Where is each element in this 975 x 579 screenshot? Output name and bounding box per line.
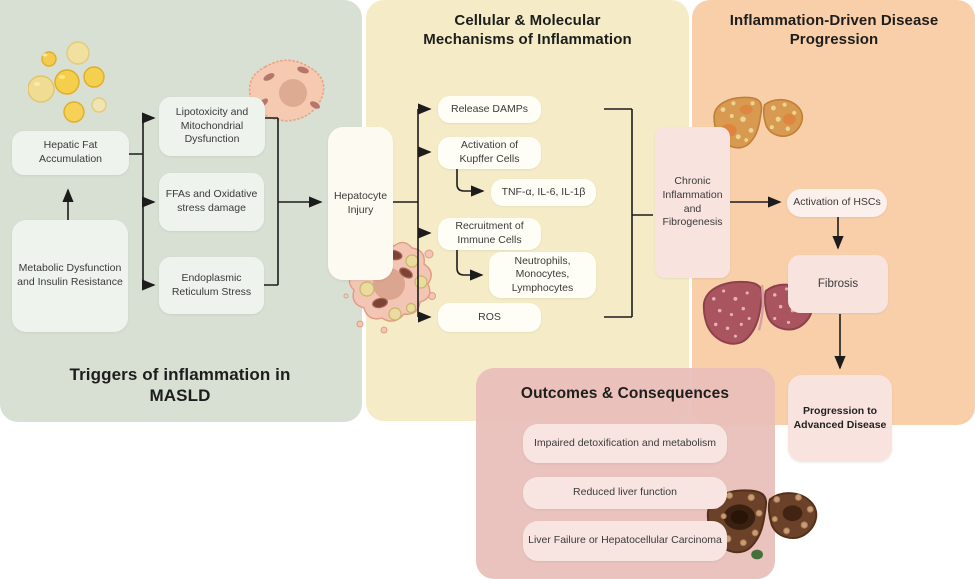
node-metabolic-dysfunction: Metabolic Dysfunction and Insulin Resist… [12,220,128,332]
title-outcomes: Outcomes & Consequences [520,385,730,402]
title-mechanisms: Cellular & Molecular Mechanisms of Infla… [380,12,675,50]
title-progression: Inflammation-Driven Disease Progression [702,12,966,50]
node-ros: ROS [438,303,541,332]
title-progression-line2: Progression [789,30,879,48]
node-er-stress: Endoplasmic Reticulum Stress [159,257,264,314]
node-immune-cells: Neutrophils, Monocytes, Lymphocytes [489,252,596,298]
node-cytokines: TNF-α, IL-6, IL-1β [491,179,596,206]
node-hepatic-fat: Hepatic Fat Accumulation [12,131,129,175]
node-hepatocyte-injury: Hepatocyte Injury [328,127,393,280]
node-liver-failure: Liver Failure or Hepatocellular Carcinom… [523,521,727,561]
panel-mechanisms [366,0,689,421]
title-progression-line1: Inflammation-Driven Disease [729,12,939,29]
node-advanced-disease: Progression to Advanced Disease [788,375,892,462]
node-lipotoxicity: Lipotoxicity and Mitochondrial Dysfuncti… [159,97,265,156]
node-kupffer: Activation of Kupffer Cells [438,137,541,169]
title-triggers: Triggers of inflammation in MASLD [30,364,330,407]
hepatocyte-cell-icon [248,59,325,122]
node-ffas: FFAs and Oxidative stress damage [159,173,264,231]
node-impaired-detox: Impaired detoxification and metabolism [523,424,727,463]
title-mechanisms-line1: Cellular & Molecular [454,12,601,29]
node-fibrosis: Fibrosis [788,255,888,313]
title-triggers-line2: MASLD [149,386,211,406]
lipid-droplets-icon [28,41,107,123]
node-reduced-function: Reduced liver function [523,477,727,509]
node-chronic-inflammation: Chronic Inflammation and Fibrogenesis [655,127,730,278]
title-triggers-line1: Triggers of inflammation in [69,365,291,384]
node-release-damps: Release DAMPs [438,96,541,123]
title-mechanisms-line2: Mechanisms of Inflammation [423,30,632,48]
node-recruitment: Recruitment of Immune Cells [438,218,541,250]
node-activation-hscs: Activation of HSCs [787,189,887,217]
